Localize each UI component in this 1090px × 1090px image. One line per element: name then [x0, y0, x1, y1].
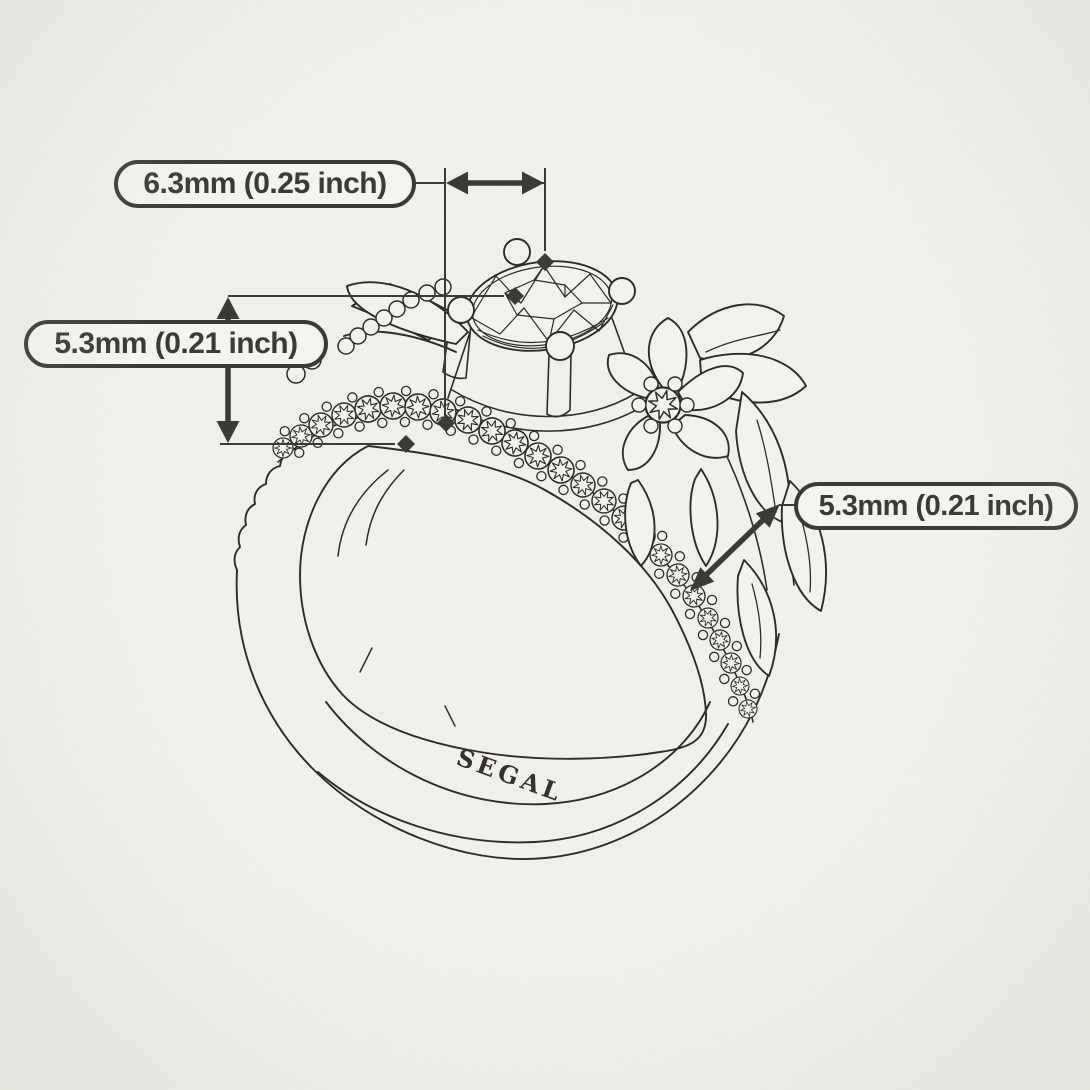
dimension-label-stone-height: 5.3mm (0.21 inch) [24, 320, 328, 368]
dimension-stone-height [216, 287, 524, 453]
marker-stone-girdle [506, 287, 524, 305]
marker-band-top [437, 414, 455, 432]
dimension-stone-width [382, 168, 554, 432]
dimension-label-band-width: 5.3mm (0.21 inch) [794, 482, 1078, 530]
leaves [624, 391, 827, 677]
dimension-label-stone-width: 6.3mm (0.25 inch) [114, 160, 416, 208]
left-petal-cluster [343, 281, 469, 353]
gallery-bead-row [286, 278, 452, 384]
marker-opening-top [397, 435, 415, 453]
prongs [447, 238, 636, 361]
marker-stone-top [536, 253, 554, 271]
dimension-annotations [216, 168, 812, 591]
side-flower [606, 317, 744, 471]
